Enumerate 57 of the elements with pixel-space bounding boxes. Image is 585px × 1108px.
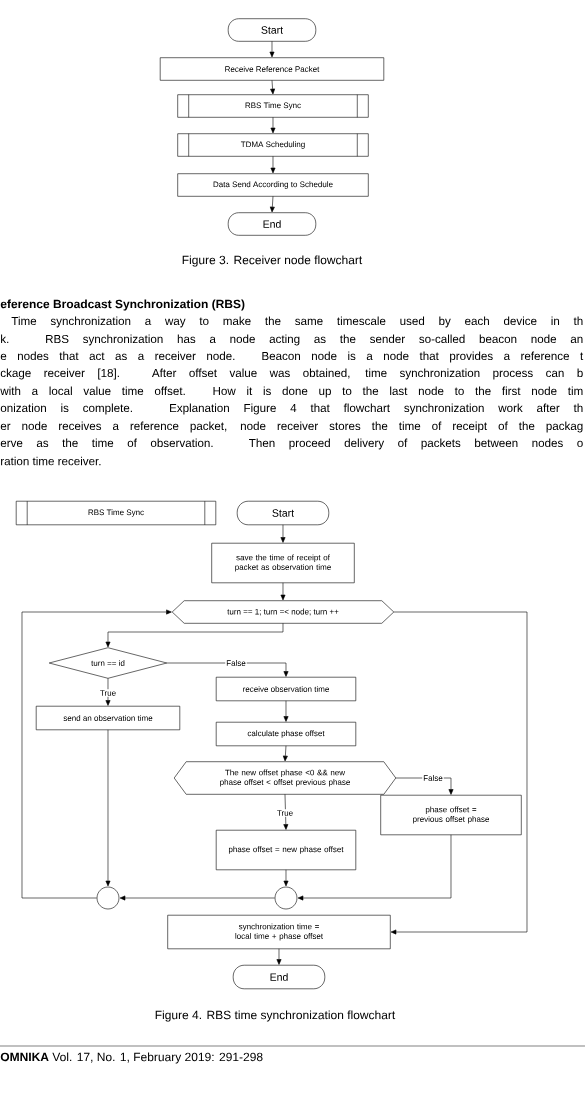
text-line: ration time receiver. (1, 456, 101, 466)
subprocess-box: RBS Time Sync (177, 94, 369, 118)
text-line: onization is complete. Explanation Figure 4 that flowchart synchronization work after th (0, 403, 583, 415)
loop-hexagon: turn == 1; turn =< node; turn ++ (171, 600, 395, 624)
edge-label: True (275, 809, 295, 817)
text-line: er node receives a reference packet, node receiver stores the time of receipt of the packag (0, 421, 583, 433)
subprocess-box: TDMA Scheduling (177, 133, 369, 157)
text-line: e nodes that act as a receiver node. Beacon node is a node that provides a reference t (0, 351, 584, 363)
arrow (297, 834, 452, 901)
arrow (105, 623, 284, 648)
text-line: with a local value time offset. How it is done up to the last node to the first node tim (0, 386, 583, 398)
process-box: receive observation time (215, 676, 357, 702)
arrow (21, 609, 172, 899)
arrow (283, 869, 289, 887)
arrow (282, 745, 288, 762)
figure-caption: Figure 3. Receiver node flowchart (182, 255, 363, 267)
connector-circle (96, 886, 120, 910)
arrow (105, 729, 111, 887)
loop-hexagon: The new offset phase <0 && new phase offset < offset previous phase (173, 761, 397, 795)
arrow (270, 117, 276, 134)
arrow (269, 41, 275, 58)
figure-caption: Figure 4. RBS time synchronization flowchart (155, 1010, 396, 1022)
section-heading: eference Broadcast Synchronization (RBS) (0, 299, 245, 311)
process-box: send an observation time (35, 705, 181, 731)
process-box: synchronization time = local time + phase offset (167, 914, 391, 950)
process-box: phase offset = new phase offset (215, 829, 357, 871)
process-box: save the time of receipt of packet as observation time (211, 542, 355, 584)
terminator: End (232, 964, 326, 990)
text-line: k. RBS synchronization has a node acting as the sender so-called beacon node an (1, 334, 583, 346)
edge-label: False (225, 659, 247, 667)
arrow (270, 80, 276, 95)
arrow (276, 948, 282, 965)
arrow (280, 524, 286, 543)
process-box: calculate phase offset (215, 721, 357, 747)
terminator: Start (236, 500, 330, 526)
terminator: Start (227, 18, 317, 42)
arrow (166, 662, 289, 677)
arrow (269, 196, 275, 213)
arrow (280, 582, 286, 601)
process-box: Data Send According to Schedule (177, 173, 369, 197)
terminator: End (227, 212, 317, 236)
connector-circle (274, 886, 298, 910)
text-line: erve as the time of observation. Then proceed delivery of packets between nodes o (0, 438, 583, 450)
process-box: Receive Reference Packet (159, 57, 385, 81)
arrow (390, 611, 528, 935)
text-line: ckage receiver [18]. After offset value was obtained, time synchronization process can b (0, 368, 583, 380)
arrow (119, 895, 275, 901)
arrow (283, 700, 289, 722)
edge-label: False (422, 774, 444, 782)
subprocess-box: RBS Time Sync (15, 500, 217, 526)
edge-label: True (98, 689, 118, 697)
process-box: phase offset = previous offset phase (380, 794, 522, 836)
arrow (105, 678, 111, 706)
arrow (270, 156, 276, 174)
arrow (283, 794, 289, 830)
page-footer: OMNIKA Vol. 17, No. 1, February 2019: 291-298 (0, 1052, 263, 1064)
text-line: Time synchronization a way to make the same timescale used by each device in th (11, 316, 583, 328)
